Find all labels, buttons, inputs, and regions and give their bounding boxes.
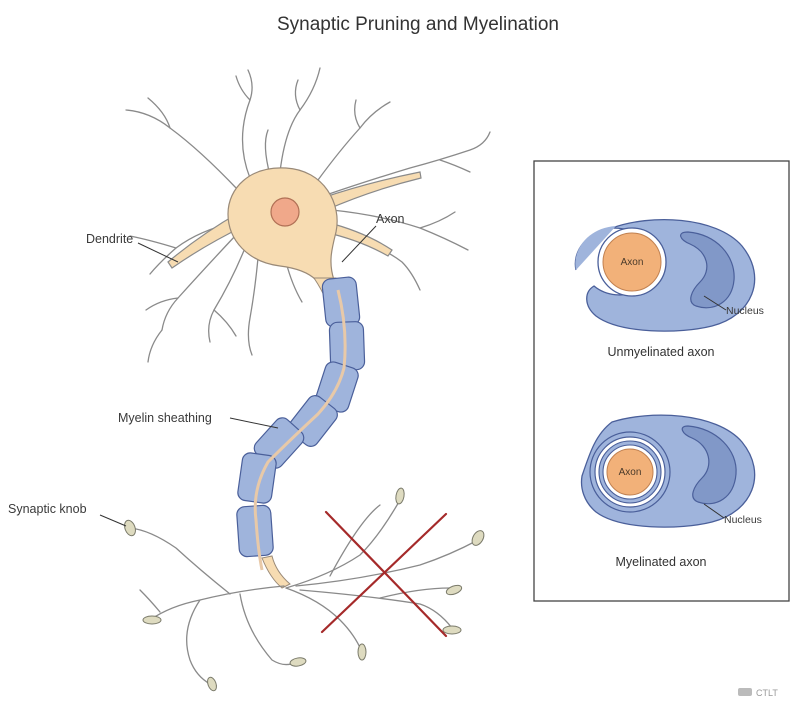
unmyelinated-nucleus-label: Nucleus [726, 305, 764, 317]
label-dendrite: Dendrite [86, 232, 133, 246]
watermark-text: CTLT [756, 688, 778, 698]
dendrite-trunk-right [323, 221, 393, 257]
axon-terminals [129, 499, 479, 685]
neuron [124, 67, 491, 692]
myelinated-nucleus-label: Nucleus [724, 514, 762, 526]
dendrites [125, 67, 491, 363]
myelinated-axon-label: Axon [619, 467, 642, 478]
diagram-title: Synaptic Pruning and Myelination [277, 14, 559, 35]
dendrite-trunk-left [167, 211, 245, 269]
synaptic-knobs [124, 487, 485, 692]
neuron-labels: Dendrite Axon Myelin sheathing Synaptic … [8, 212, 405, 527]
cell-nucleus [270, 197, 300, 227]
unmyelinated-caption: Unmyelinated axon [607, 345, 714, 359]
label-synaptic-knob: Synaptic knob [8, 502, 87, 516]
axon-terminal-trunk [261, 555, 291, 589]
pruning-cross-mark [320, 510, 448, 638]
dendrite-trunk-upper-right [321, 171, 422, 211]
myelinated-caption: Myelinated axon [615, 555, 706, 569]
axon-core [253, 289, 347, 571]
label-myelin-sheathing: Myelin sheathing [118, 411, 212, 425]
watermark: CTLT [738, 688, 778, 698]
label-axon: Axon [376, 212, 405, 226]
watermark-icon [738, 688, 752, 696]
myelinated-axon-illustration [580, 414, 756, 528]
axon-cross-section-panel: Axon Nucleus Unmyelinated axon Axon Nucl… [533, 160, 790, 602]
unmyelinated-axon-label: Axon [621, 257, 644, 268]
unmyelinated-axon-illustration [574, 218, 756, 332]
